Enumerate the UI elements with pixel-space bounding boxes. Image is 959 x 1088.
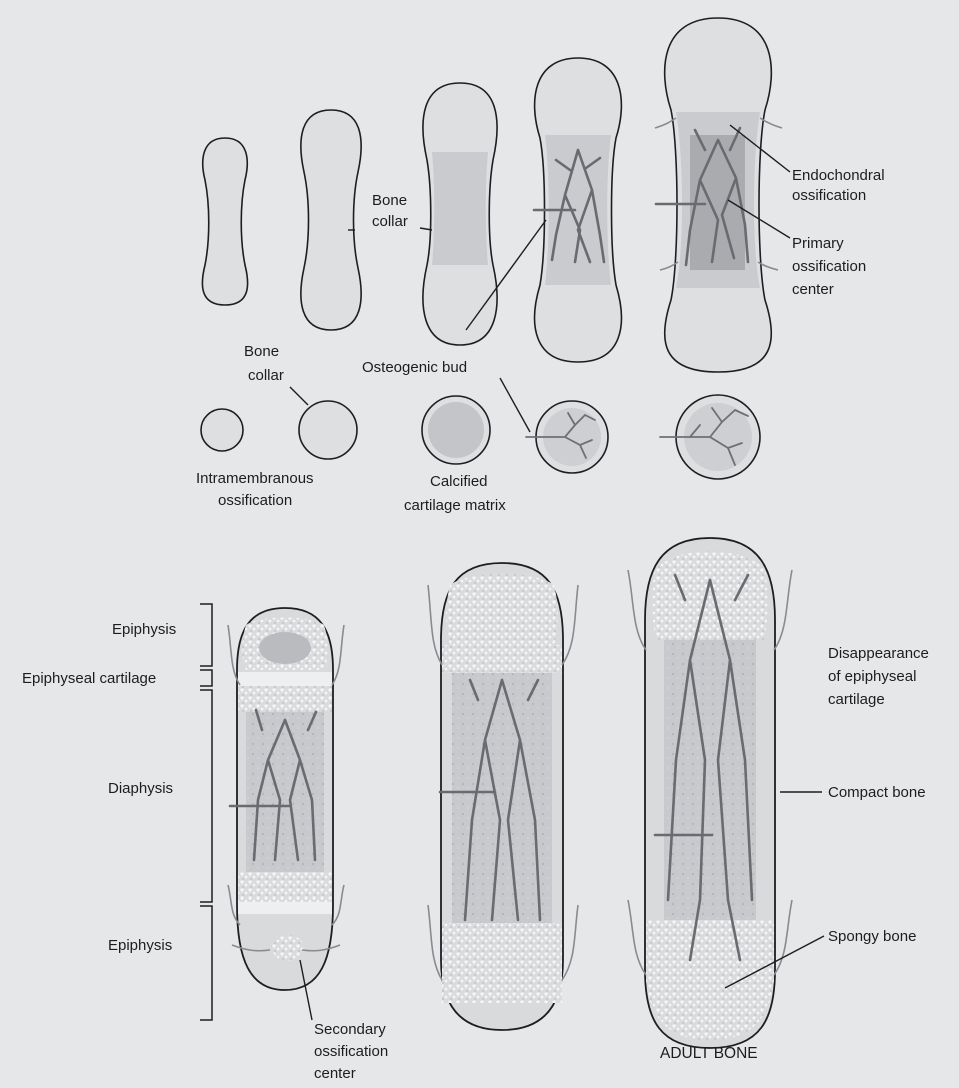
label-intramembranous-line1: Intramembranous (196, 470, 314, 487)
cross-section-5 (660, 395, 760, 479)
label-endochondral-line1: Endochondral (792, 167, 885, 184)
label-secondary-center-line2: ossification (314, 1043, 388, 1060)
label-bone-collar-1-line1: Bone (372, 192, 407, 209)
cross-section-3 (422, 396, 490, 464)
label-adult-bone: ADULT BONE (660, 1045, 758, 1062)
region-brackets (200, 604, 212, 1020)
label-calcified-line2: cartilage matrix (404, 497, 506, 514)
label-intramembranous-line2: ossification (218, 492, 292, 509)
bone-b-growing-bone (428, 563, 578, 1030)
label-secondary-center-line1: Secondary (314, 1021, 386, 1038)
label-epiphysis-bottom: Epiphysis (108, 937, 172, 954)
cross-section-1 (201, 409, 243, 451)
label-calcified-line1: Calcified (430, 473, 488, 490)
label-bone-collar-1-line2: collar (372, 213, 408, 230)
label-epiphysis-top: Epiphysis (112, 621, 176, 638)
label-disappearance-line2: of epiphyseal (828, 668, 916, 685)
stage-2-cartilage-model (301, 110, 361, 330)
label-disappearance-line1: Disappearance (828, 645, 929, 662)
bone-c-adult-bone (628, 538, 792, 1048)
label-primary-center-line3: center (792, 281, 834, 298)
label-bone-collar-2-line2: collar (248, 367, 284, 384)
label-spongy-bone: Spongy bone (828, 928, 916, 945)
label-bone-collar-2-line1: Bone (244, 343, 279, 360)
stage-5-cartilage-model (655, 18, 782, 372)
bone-a-secondary-ossification (228, 608, 344, 990)
label-diaphysis: Diaphysis (108, 780, 173, 797)
label-compact-bone: Compact bone (828, 784, 926, 801)
cross-section-2 (299, 401, 357, 459)
label-epiphyseal-cartilage: Epiphyseal cartilage (22, 670, 156, 687)
label-disappearance-line3: cartilage (828, 691, 885, 708)
label-primary-center-line2: ossification (792, 258, 866, 275)
stage-1-cartilage-model (202, 138, 247, 305)
label-endochondral-line2: ossification (792, 187, 866, 204)
label-primary-center-line1: Primary (792, 235, 844, 252)
label-osteogenic-bud: Osteogenic bud (362, 359, 467, 376)
stage-3-cartilage-model (423, 83, 497, 345)
cross-section-4 (526, 401, 608, 473)
label-secondary-center-line3: center (314, 1065, 356, 1082)
stage-4-cartilage-model (534, 58, 621, 362)
